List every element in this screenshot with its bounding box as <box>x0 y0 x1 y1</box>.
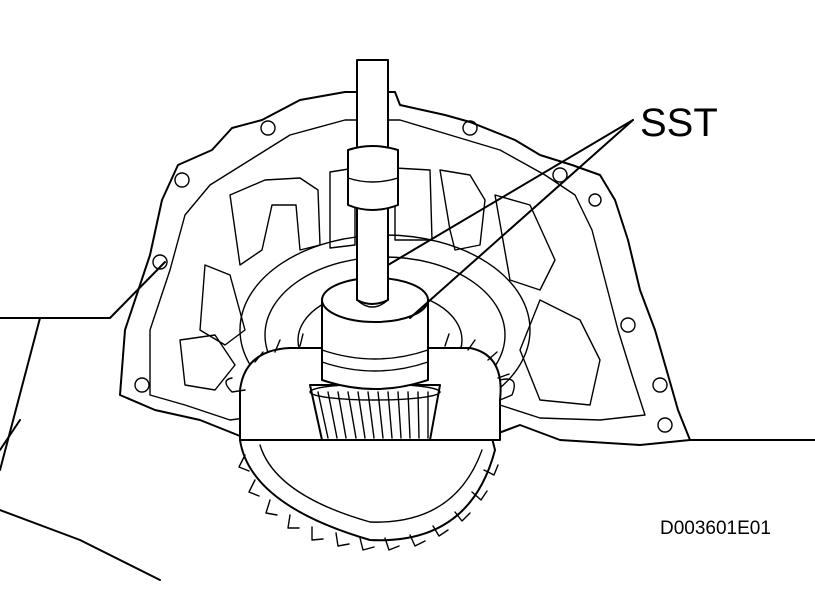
bolt-hole-10 <box>588 193 602 207</box>
bearing-rollers <box>317 391 429 439</box>
left-edge-line <box>0 261 166 319</box>
bolt-hole-6 <box>552 167 568 183</box>
ring-gear-teeth <box>238 454 499 551</box>
rod-bottom <box>356 299 389 308</box>
replacer-band <box>321 349 429 360</box>
rib-slot-a <box>329 167 356 249</box>
handle-collar <box>347 145 399 211</box>
replacer-band-2 <box>321 361 429 372</box>
bolt-hole-5 <box>462 120 478 136</box>
sst-callout-label: SST <box>640 101 718 145</box>
bottom-left-edge <box>0 509 161 581</box>
figure-id: D003601E01 <box>660 518 771 539</box>
rib-right-lower <box>519 299 601 406</box>
left-edge-short <box>0 419 21 451</box>
leader-line-replacer <box>409 119 634 319</box>
sst-handle <box>347 59 399 308</box>
bolt-hole-9 <box>657 417 673 433</box>
leader-line-handle <box>387 119 634 266</box>
bolt-hole-3 <box>134 377 150 393</box>
pinion-hook-left <box>225 377 246 393</box>
rib-left-upper <box>229 177 321 266</box>
pinion-hook-right <box>499 378 515 401</box>
bolt-hole-1 <box>174 172 190 188</box>
left-edge-diagonal <box>0 317 41 471</box>
tapered-roller-bearing <box>309 383 441 441</box>
bolt-hole-8 <box>652 377 668 393</box>
rib-slot-b <box>394 167 433 241</box>
bolt-hole-4 <box>260 120 276 136</box>
bolt-hole-7 <box>620 317 636 333</box>
ring-gear-body <box>239 429 496 542</box>
ring-gear-inner-edge <box>259 444 483 523</box>
collar-line <box>347 177 399 183</box>
rib-left-lower <box>179 334 236 391</box>
bearing-cage <box>309 384 441 441</box>
pinion-gear-teeth <box>254 333 510 379</box>
replacer-body <box>321 299 429 390</box>
bolt-hole-2 <box>152 254 168 270</box>
ring-gear <box>238 429 499 551</box>
rib-left-mid <box>199 264 246 346</box>
rib-right-upper <box>494 194 556 291</box>
sst-leader-lines <box>387 119 634 319</box>
rib-slot-c <box>439 169 486 251</box>
